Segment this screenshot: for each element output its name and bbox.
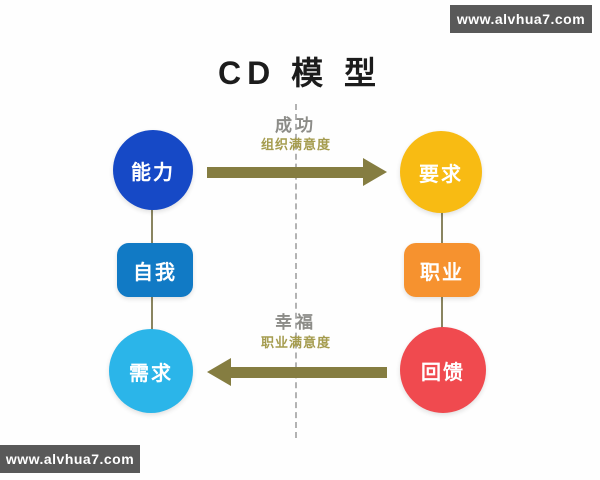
org-satisfaction-label: 组织满意度 <box>260 137 331 152</box>
node-career-square: 职业 <box>404 243 480 297</box>
center-dashed-divider <box>295 104 297 438</box>
happiness-arrow-left <box>207 358 387 386</box>
success-arrow-head-icon <box>363 158 387 186</box>
happiness-arrow-head-icon <box>207 358 231 386</box>
happiness-arrow-bar <box>230 367 387 378</box>
success-arrow-bar <box>207 167 364 178</box>
watermark-top-right: www.alvhua7.com <box>450 5 592 33</box>
node-self-square: 自我 <box>117 243 193 297</box>
page-title: CD 模 型 <box>217 55 382 91</box>
node-feedback-circle: 回馈 <box>400 327 486 413</box>
success-arrow-right <box>207 158 387 186</box>
node-ability-circle: 能力 <box>113 130 193 210</box>
career-satisfaction-label: 职业满意度 <box>260 335 331 350</box>
watermark-bottom-left: www.alvhua7.com <box>0 445 140 473</box>
node-require-circle: 要求 <box>400 131 482 213</box>
happiness-label: 幸福 <box>275 313 317 332</box>
success-label: 成功 <box>275 116 317 135</box>
node-need-circle: 需求 <box>109 329 193 413</box>
